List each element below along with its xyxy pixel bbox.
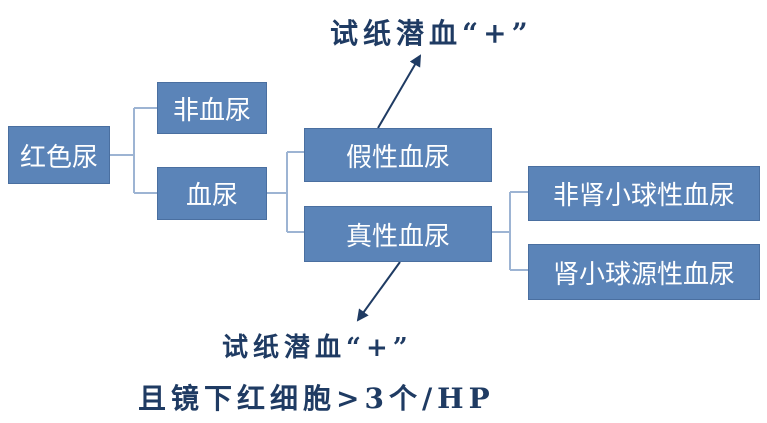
arrow-false-hematuria <box>377 54 422 129</box>
annotation-true-microscopy: 且镜下红细胞>3个/HP <box>138 382 495 415</box>
node-non-glomerular-hematuria: 非肾小球性血尿 <box>528 166 760 221</box>
node-hematuria: 血尿 <box>157 167 267 220</box>
annotation-true-test: 试纸潜血“+” <box>222 333 413 363</box>
annotation-false-test: 试纸潜血“+” <box>330 17 533 50</box>
node-true-hematuria: 真性血尿 <box>304 206 492 262</box>
connector-true <box>492 191 528 271</box>
arrow-true-hematuria <box>356 261 401 322</box>
connector-root <box>110 107 157 194</box>
node-non-hematuria: 非血尿 <box>157 82 267 134</box>
node-false-hematuria: 假性血尿 <box>304 128 492 182</box>
connector-hematuria <box>267 151 304 233</box>
node-glomerular-hematuria: 肾小球源性血尿 <box>528 244 760 300</box>
node-red-urine: 红色尿 <box>8 126 110 184</box>
